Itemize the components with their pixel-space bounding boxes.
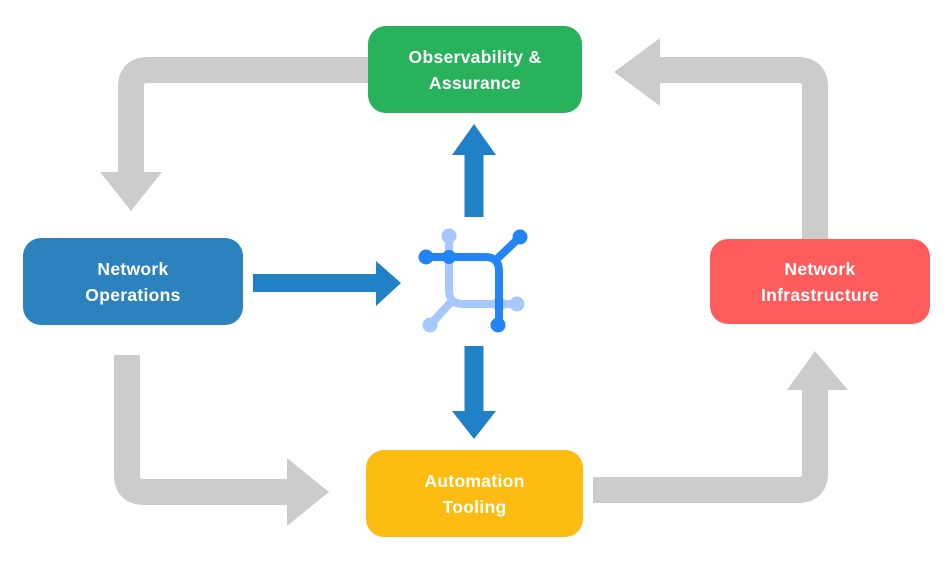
cycle-arrows — [100, 38, 848, 526]
node-label-line: Infrastructure — [761, 284, 879, 305]
arrow-observability-to-operations — [100, 57, 368, 211]
node-label-line: Network — [97, 258, 169, 279]
network-hub-icon — [418, 228, 528, 333]
node-network-operations: Network Operations — [23, 238, 243, 325]
node-label-line: Network — [784, 258, 856, 279]
arrow-hub-to-observability — [452, 124, 496, 217]
arrow-hub-to-tooling — [452, 346, 496, 439]
arrow-operations-to-tooling — [114, 355, 329, 526]
node-label-line: Assurance — [428, 72, 522, 93]
node-label-line: Tooling — [442, 496, 507, 517]
arrow-operations-to-hub — [253, 261, 401, 306]
node-observability-assurance: Observability & Assurance — [368, 26, 582, 113]
node-label-line: Observability & — [408, 46, 542, 67]
arrow-tooling-to-infrastructure — [593, 351, 848, 503]
node-automation-tooling: Automation Tooling — [366, 450, 583, 537]
hub-icon-primary-branch — [418, 229, 528, 333]
node-label-line: Operations — [85, 284, 181, 305]
node-label-line: Automation — [424, 470, 525, 491]
hub-arrows — [253, 124, 496, 439]
arrow-infrastructure-to-observability — [614, 38, 828, 239]
node-network-infrastructure: Network Infrastructure — [710, 239, 930, 324]
